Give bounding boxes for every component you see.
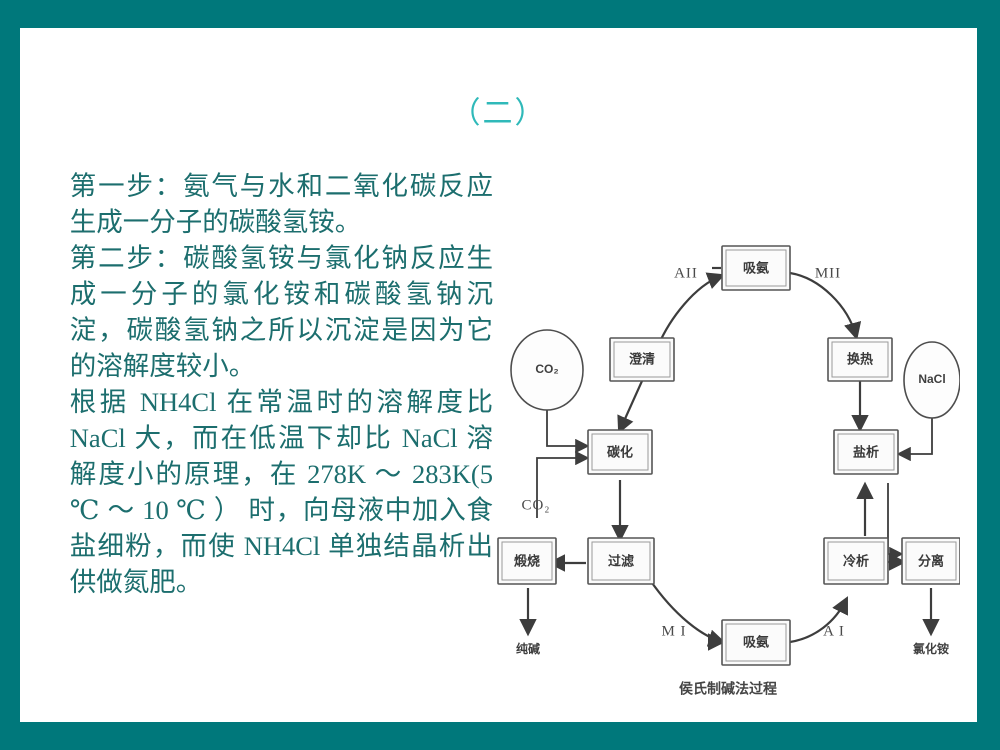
node-clarify-label: 澄清 <box>629 351 655 366</box>
node-absorb-ammonia-top: 吸氨 <box>721 245 791 291</box>
node-heat-exchange-label: 换热 <box>847 351 873 366</box>
node-calcination-label: 煅烧 <box>514 553 540 568</box>
node-clarify: 澄清 <box>609 337 675 382</box>
edge-clarify-to-carbonation <box>617 380 644 435</box>
label-m2: MII <box>815 265 841 281</box>
node-heat-exchange: 换热 <box>827 337 893 382</box>
node-nacl-inlet-label: NaCl <box>918 372 945 386</box>
edge-co2-side-to-carbonation <box>536 450 590 518</box>
edge-absorb-bottom-to-cold <box>789 596 848 644</box>
label-a1: A I <box>823 623 845 639</box>
label-co2-side: CO₂ <box>521 497 550 513</box>
node-calcination: 煅烧 <box>497 537 557 585</box>
node-carbonation-label: 碳化 <box>607 444 633 459</box>
paragraph-step-one: 第一步：氨气与水和二氧化碳反应生成一分子的碳酸氢铵。 <box>69 171 493 237</box>
node-salting-out-label: 盐析 <box>853 444 879 459</box>
paragraph-principle: 根据 NH4Cl 在常温时的溶解度比 NaCl 大，而在低温下却比 NaCl 溶… <box>69 387 493 597</box>
node-separation-label: 分离 <box>918 553 944 568</box>
node-filtration-label: 过滤 <box>608 553 634 568</box>
node-co2-inlet-label: CO₂ <box>535 362 558 376</box>
output-soda-ash: 纯碱 <box>516 641 540 656</box>
node-nacl-inlet: NaCl <box>903 341 960 419</box>
diagram-caption: 侯氏制碱法过程 <box>679 681 777 697</box>
edge-absorb-top-to-heat <box>789 271 862 341</box>
slide-body-text: 第一步：氨气与水和二氧化碳反应生成一分子的碳酸氢铵。 第二步：碳酸氢铵与氯化钠反… <box>38 168 493 600</box>
slide-canvas: （二） 第一步：氨气与水和二氧化碳反应生成一分子的碳酸氢铵。 第二步：碳酸氢铵与… <box>20 28 977 722</box>
label-m1: M I <box>661 623 686 639</box>
node-co2-inlet: CO₂ <box>510 329 584 411</box>
node-separation: 分离 <box>901 537 960 585</box>
edge-nacl-to-salting-out <box>896 418 933 462</box>
node-cold-crystallization-label: 冷析 <box>843 553 869 568</box>
node-absorb-ammonia-top-label: 吸氨 <box>743 260 769 275</box>
node-filtration: 过滤 <box>587 537 655 585</box>
node-absorb-ammonia-bottom: 吸氨 <box>721 619 791 666</box>
paragraph-step-two: 第二步：碳酸氢铵与氯化钠反应生成一分子的氯化铵和碳酸氢钠沉淀，碳酸氢钠之所以沉淀… <box>69 243 493 381</box>
node-salting-out: 盐析 <box>833 429 899 475</box>
edge-co2-to-carbonation <box>546 408 590 454</box>
hou-process-diagram: 吸氨 澄清 换热 CO₂ <box>490 218 960 708</box>
edge-salting-out-to-separation <box>887 483 904 562</box>
output-ammonium-chloride: 氯化铵 <box>913 641 949 656</box>
edge-clarify-to-absorb-top <box>656 272 726 347</box>
page-title: （二） <box>450 97 547 130</box>
node-cold-crystallization: 冷析 <box>823 537 889 585</box>
node-carbonation: 碳化 <box>587 429 653 475</box>
node-absorb-ammonia-bottom-label: 吸氨 <box>743 634 769 649</box>
label-a2: AII <box>674 265 698 281</box>
